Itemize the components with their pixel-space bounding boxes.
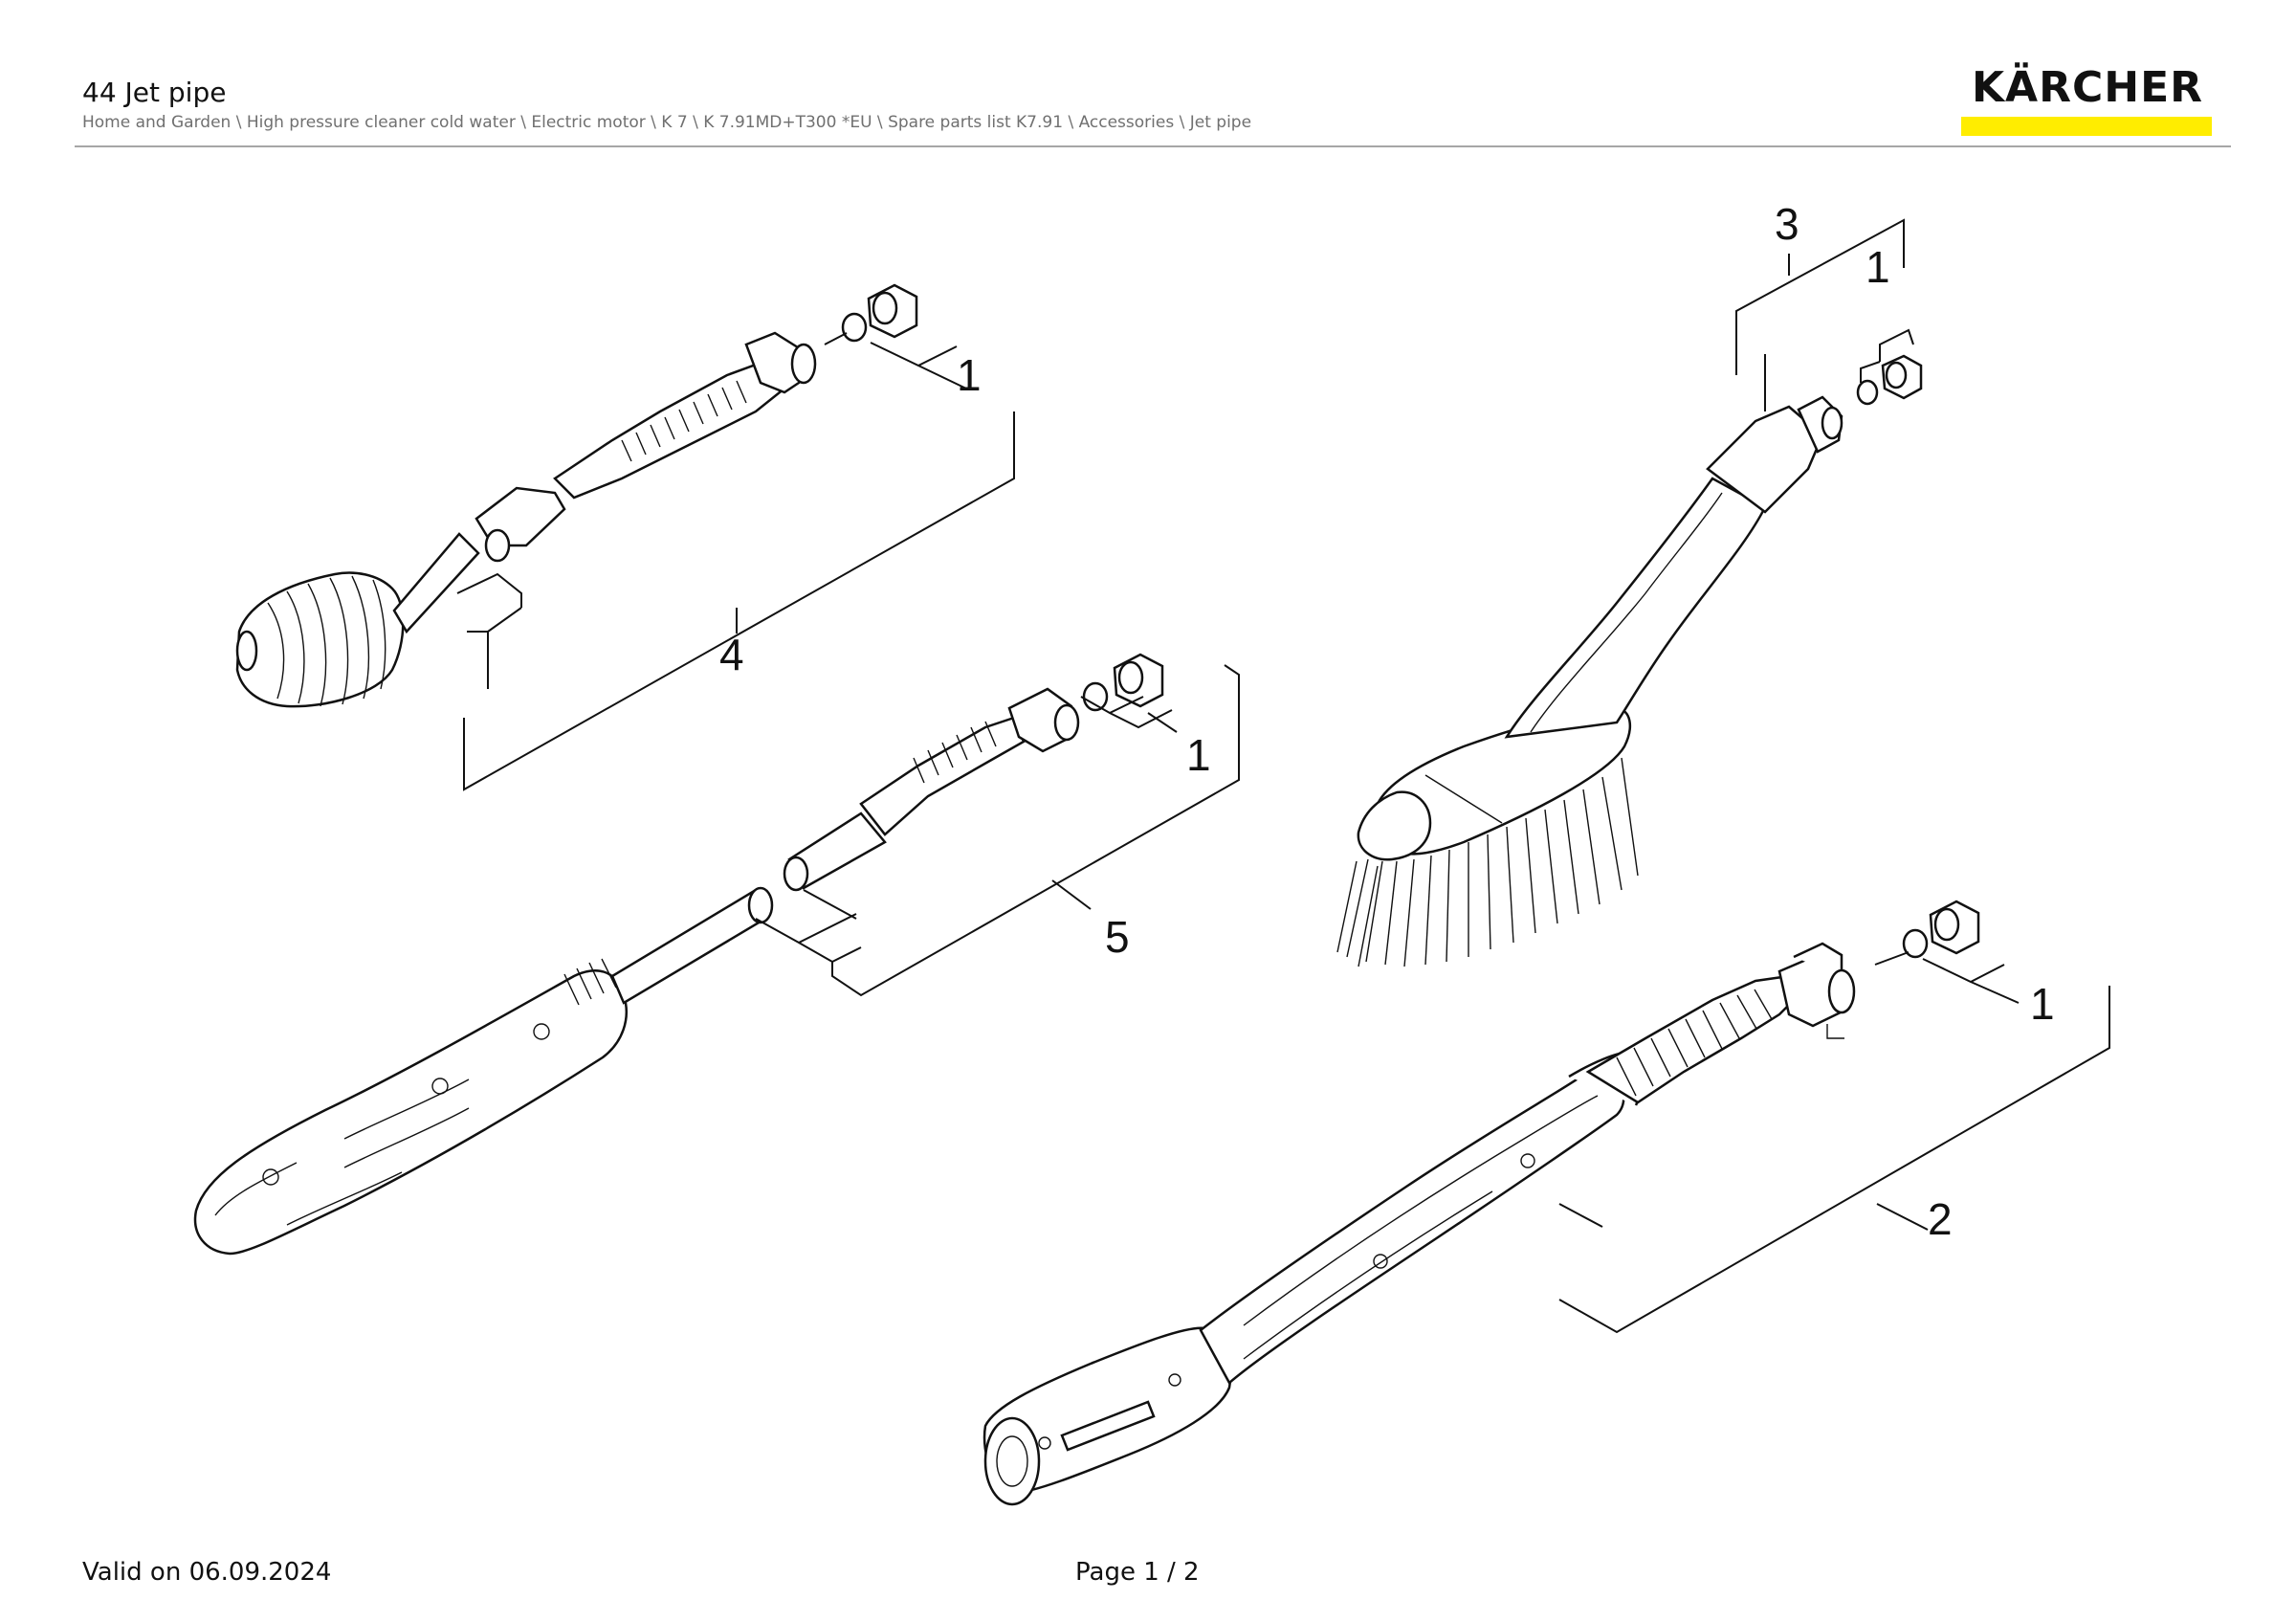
callout-1b: 1	[1186, 730, 1211, 780]
logo-yellow-bar	[1961, 117, 2212, 136]
part-5-jet-pipe-handle	[193, 653, 1240, 1256]
logo-text: KÄRCHER	[1971, 63, 2204, 112]
part-2-karcher-jet-pipe	[982, 900, 2110, 1506]
exploded-parts-drawing: 1 4	[193, 199, 2110, 1506]
callout-1d: 1	[2030, 979, 2055, 1029]
callout-1c: 1	[1866, 242, 1890, 292]
callout-4: 4	[719, 630, 744, 679]
callout-3: 3	[1775, 199, 1799, 249]
karcher-logo: KÄRCHER	[1961, 63, 2214, 136]
footer-valid-date: Valid on 06.09.2024	[82, 1558, 332, 1587]
header-divider	[75, 145, 2231, 147]
page-title: 44 Jet pipe	[82, 77, 227, 108]
callout-2: 2	[1928, 1194, 1953, 1244]
breadcrumb: Home and Garden \ High pressure cleaner …	[82, 113, 1252, 132]
callout-5: 5	[1105, 912, 1130, 962]
part-3-wash-brush	[1336, 218, 1923, 967]
part-4-rotary-nozzle	[235, 283, 1015, 791]
footer-page-number: Page 1 / 2	[1075, 1558, 1200, 1587]
callout-1a: 1	[957, 350, 982, 400]
